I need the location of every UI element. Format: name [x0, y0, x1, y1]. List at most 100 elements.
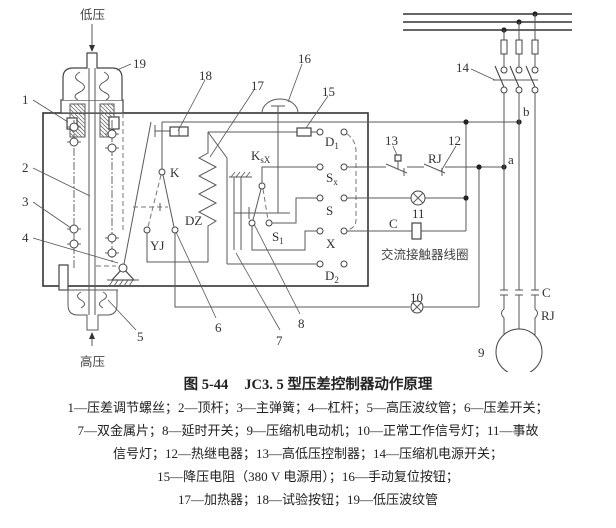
terminal-contact	[316, 163, 324, 171]
hatch-line	[76, 103, 86, 113]
hatch-line	[69, 104, 86, 121]
control-circuit-diagram: 低压 高压 1 2 3 4 5 6 7 8 9 10 11 12 13 14 1…	[22, 7, 572, 372]
label-sx: Sx	[326, 170, 338, 187]
fault-lamp-icon	[410, 190, 426, 206]
legend-line: 信号灯；12—热继电器；13—高低压控制器；14—压缩机电源开关；	[112, 446, 503, 461]
k-run-contact	[171, 226, 179, 234]
hatch-line	[99, 132, 105, 138]
leader-3	[32, 201, 72, 229]
label-s1: S1	[272, 229, 284, 246]
label-dz: DZ	[185, 213, 202, 228]
fuse-icon	[515, 39, 523, 55]
spring-coil-mark	[107, 129, 117, 139]
label-node-b: b	[523, 104, 530, 119]
callout-17: 17	[251, 78, 265, 93]
three-phase-branch	[494, 11, 539, 335]
k-blade-yj-dashed	[147, 174, 162, 228]
terminal-linkage-dashed	[346, 133, 357, 231]
power-switch-contact	[515, 86, 523, 94]
callout-6: 6	[215, 320, 222, 335]
leader-5	[107, 299, 137, 331]
ground-hatch-line	[128, 279, 134, 287]
wire-s1-x	[251, 226, 317, 251]
ground-hatch-line	[245, 171, 251, 178]
wire-normal-lamp	[174, 233, 410, 308]
label-s: S	[326, 203, 333, 218]
terminal-contact	[316, 128, 324, 136]
bottom-bellows-fold-right	[99, 291, 107, 309]
top-bellows-cap	[62, 52, 123, 100]
label-yj: YJ	[150, 238, 164, 253]
compressor-motor-icon	[495, 328, 543, 372]
legend-line: 17—加热器；18—试验按钮；19—低压波纹管	[177, 492, 438, 507]
label-d2: D2	[325, 268, 339, 285]
fault-lamp-cross-b	[412, 192, 424, 204]
k-pivot-contact	[158, 168, 166, 176]
yj-contact	[143, 226, 151, 234]
s1-blade-solid	[252, 188, 262, 221]
dropping-resistor-icon	[296, 127, 312, 137]
figure-title-text: JC3. 5 型压差控制器动作原理	[244, 377, 433, 393]
bottom-bellows-cap	[67, 290, 118, 331]
callout-14: 14	[456, 60, 470, 75]
callout-7: 7	[276, 333, 283, 348]
label-contactor-coil: 交流接触器线圈	[381, 247, 469, 262]
hatch-line	[99, 128, 109, 138]
power-switch-blade	[494, 65, 505, 88]
leader-19	[116, 63, 132, 71]
power-switch-contact	[515, 66, 523, 74]
callout-5: 5	[137, 329, 144, 344]
callout-9: 9	[478, 345, 485, 360]
legend-line: 15—降压电阻（380 V 电源用）；16—手动复位按钮；	[157, 469, 459, 484]
label-x: X	[326, 236, 336, 251]
ground-hatch-line	[235, 171, 241, 178]
power-switch-contact	[500, 86, 508, 94]
hatch-line	[72, 103, 86, 117]
ground-hatch-icon	[230, 171, 251, 178]
spring-coil-mark	[69, 224, 79, 234]
low-pressure-arrow-icon	[89, 45, 95, 52]
fuse-icon	[500, 39, 508, 55]
differential-screw-right	[108, 116, 120, 130]
label-coil-c: C	[389, 216, 398, 231]
legend-line: 7—双金属片；8—延时开关；9—压缩机电动机；10—正常工作信号灯；11—事故	[77, 423, 539, 438]
power-switch-blade	[509, 65, 520, 88]
s1-blade-dashed	[262, 188, 269, 221]
reset-button-icon	[261, 98, 299, 114]
callout-11: 11	[412, 206, 425, 221]
label-relay-rj: RJ	[428, 151, 442, 166]
junction-dot	[463, 119, 469, 125]
leader-lines	[32, 63, 496, 331]
spring-coil-mark	[107, 233, 117, 243]
thermal-relay-element	[534, 295, 538, 335]
ksx-contact	[258, 182, 266, 190]
ground-hatch-line	[230, 171, 236, 178]
ground-hatch-line	[113, 279, 119, 287]
hp-lp-controller-icon	[394, 154, 402, 162]
junction-dot	[476, 164, 482, 170]
label-d1: D1	[325, 134, 339, 151]
callout-16: 16	[298, 51, 312, 66]
leader-6	[175, 231, 217, 319]
leader-17	[209, 89, 255, 158]
leader-16	[287, 63, 303, 103]
terminal-block	[316, 128, 348, 268]
label-k: K	[170, 165, 180, 180]
leader-2	[32, 167, 91, 197]
ground-hatch-line	[240, 171, 246, 178]
leader-14	[470, 68, 496, 81]
terminal-contact	[340, 227, 348, 235]
pivot-pin	[118, 263, 128, 273]
hatch-line	[69, 108, 86, 125]
callout-8: 8	[298, 316, 305, 331]
s1-pivot-contact	[248, 219, 256, 227]
bottom-bracket	[58, 264, 69, 291]
terminal-contact	[316, 227, 324, 235]
hatch-line	[102, 103, 115, 116]
fuse-icon	[531, 39, 539, 55]
wire-ksx-sx	[261, 166, 317, 183]
low-pressure-label: 低压	[80, 7, 105, 22]
